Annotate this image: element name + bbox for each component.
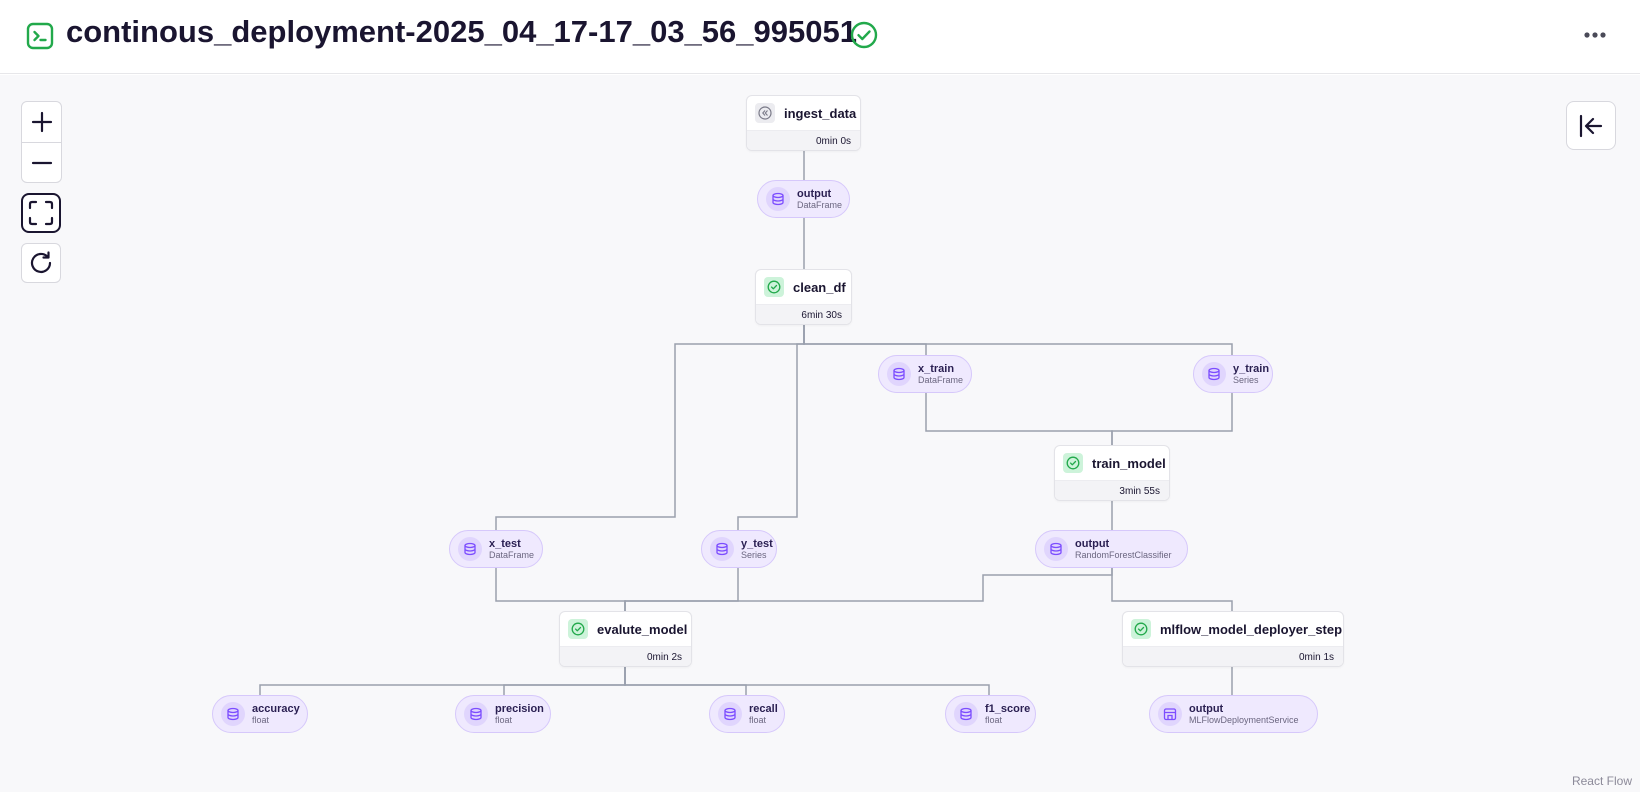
fit-view-icon [28, 200, 54, 226]
artifact-precision[interactable]: precision float [455, 695, 551, 733]
check-circle-icon [1063, 453, 1083, 473]
artifact-name: accuracy [252, 702, 300, 715]
artifact-type: float [252, 714, 270, 725]
artifact-deploy-output[interactable]: output MLFlowDeploymentService [1149, 695, 1318, 733]
artifact-name: output [1075, 537, 1110, 550]
check-circle-icon [850, 21, 878, 49]
artifact-name: x_test [489, 537, 521, 550]
react-flow-attribution[interactable]: React Flow [1567, 772, 1636, 790]
plus-icon [31, 111, 52, 133]
artifact-accuracy[interactable]: accuracy float [212, 695, 308, 733]
artifact-ingest-output[interactable]: output DataFrame [757, 180, 850, 218]
page-title: continous_deployment-2025_04_17-17_03_56… [66, 14, 857, 49]
step-mlflow-model-deployer[interactable]: mlflow_model_deployer_step 0min 1s [1122, 611, 1344, 667]
artifact-name: precision [495, 702, 544, 715]
step-duration: 0min 0s [747, 130, 860, 150]
artifact-type: Series [741, 549, 767, 560]
refresh-button[interactable] [21, 243, 61, 283]
edge [624, 568, 739, 611]
artifact-name: x_train [918, 362, 955, 375]
edge [624, 568, 1113, 611]
artifact-type: float [985, 714, 1003, 725]
artifact-name: y_test [741, 537, 773, 550]
check-circle-icon [764, 277, 784, 297]
artifact-type: MLFlowDeploymentService [1189, 714, 1299, 725]
artifact-name: output [797, 187, 832, 200]
step-evalute-model[interactable]: evalute_model 0min 2s [559, 611, 692, 667]
artifact-name: output [1189, 702, 1224, 715]
run-header: continous_deployment-2025_04_17-17_03_56… [0, 0, 1640, 74]
artifact-recall[interactable]: recall float [709, 695, 785, 733]
step-name: ingest_data [784, 105, 857, 121]
edge [803, 325, 1233, 355]
step-name: train_model [1092, 455, 1166, 471]
database-icon [954, 702, 978, 726]
artifact-name: y_train [1233, 362, 1270, 375]
collapse-panel-button[interactable] [1566, 101, 1616, 150]
edge [503, 665, 626, 695]
database-icon [718, 702, 742, 726]
step-name: mlflow_model_deployer_step [1160, 621, 1343, 637]
edge [495, 325, 805, 530]
step-name: clean_df [793, 279, 846, 295]
edge [803, 325, 927, 355]
artifact-y-train[interactable]: y_train Series [1193, 355, 1273, 393]
artifact-f1-score[interactable]: f1_score float [945, 695, 1036, 733]
step-duration: 0min 1s [1123, 646, 1343, 666]
step-clean-df[interactable]: clean_df 6min 30s [755, 269, 852, 325]
artifact-x-test[interactable]: x_test DataFrame [449, 530, 543, 568]
database-icon [766, 187, 790, 211]
artifact-name: recall [749, 702, 778, 715]
refresh-icon [30, 251, 52, 273]
edge [495, 568, 626, 611]
edge [737, 325, 805, 530]
edge [925, 393, 1113, 445]
artifact-type: RandomForestClassifier [1075, 549, 1172, 560]
check-circle-icon [568, 619, 588, 639]
artifact-type: DataFrame [918, 374, 964, 385]
artifact-type: float [495, 714, 513, 725]
cached-icon [755, 103, 775, 123]
step-train-model[interactable]: train_model 3min 55s [1054, 445, 1170, 501]
dag-canvas[interactable]: ingest_data 0min 0s output DataFrame cle… [0, 75, 1640, 792]
database-icon [458, 537, 482, 561]
database-icon [1044, 537, 1068, 561]
database-icon [464, 702, 488, 726]
dag-edges [259, 151, 1233, 695]
artifact-name: f1_score [985, 702, 1031, 715]
edge [624, 665, 990, 695]
database-icon [710, 537, 734, 561]
step-ingest-data[interactable]: ingest_data 0min 0s [746, 95, 861, 151]
edge [259, 665, 626, 695]
zoom-controls [21, 101, 62, 183]
panel-collapse-icon [1579, 114, 1603, 137]
database-icon [1202, 362, 1226, 386]
edge [1111, 568, 1233, 611]
edge [1111, 393, 1233, 445]
fit-view-button[interactable] [21, 193, 61, 233]
artifact-y-test[interactable]: y_test Series [701, 530, 777, 568]
step-duration: 0min 2s [560, 646, 691, 666]
minus-icon [31, 161, 52, 164]
artifact-type: DataFrame [797, 199, 843, 210]
artifact-type: float [749, 714, 767, 725]
step-duration: 3min 55s [1055, 480, 1169, 500]
more-options-icon[interactable] [1578, 20, 1612, 50]
artifact-model-output[interactable]: output RandomForestClassifier [1035, 530, 1188, 568]
terminal-icon [26, 22, 54, 50]
artifact-type: DataFrame [489, 549, 535, 560]
step-duration: 6min 30s [756, 304, 851, 324]
artifact-x-train[interactable]: x_train DataFrame [878, 355, 972, 393]
check-circle-icon [1131, 619, 1151, 639]
artifact-type: Series [1233, 374, 1259, 385]
edge [624, 665, 747, 695]
zoom-out-button[interactable] [22, 142, 61, 182]
zoom-in-button[interactable] [22, 102, 61, 142]
service-icon [1158, 702, 1182, 726]
database-icon [221, 702, 245, 726]
database-icon [887, 362, 911, 386]
step-name: evalute_model [597, 621, 688, 637]
